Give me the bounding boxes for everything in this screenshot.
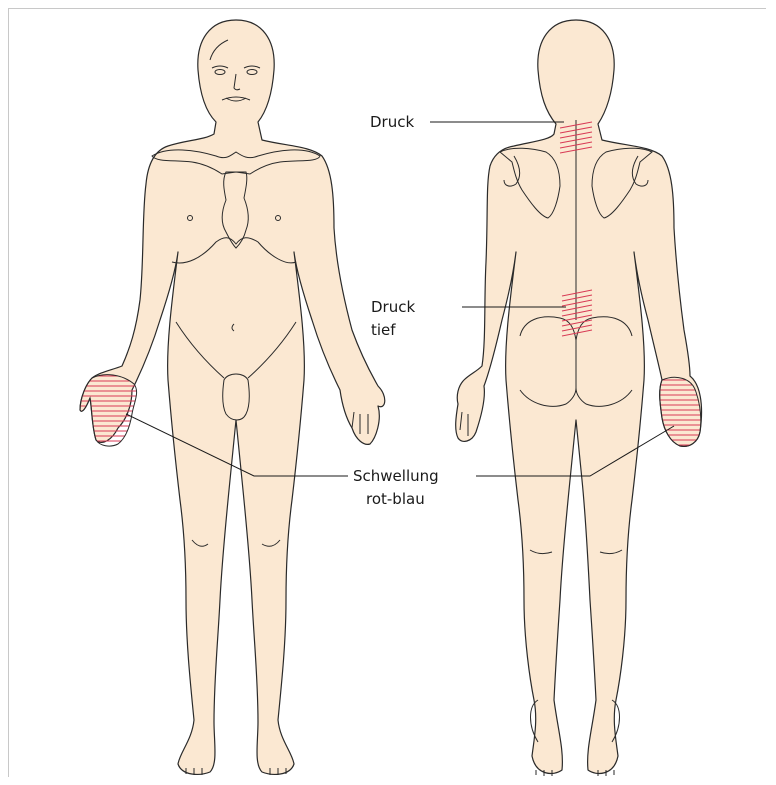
label-swelling-line1: Schwellung bbox=[353, 467, 439, 485]
front-body-silhouette bbox=[80, 20, 385, 774]
front-view bbox=[70, 20, 385, 775]
label-pressure-lower-line2: tief bbox=[371, 321, 396, 339]
back-view bbox=[456, 20, 710, 776]
label-swelling-line2: rot-blau bbox=[366, 490, 425, 508]
annotations: Druck Druck tief Schwellung rot-blau bbox=[353, 113, 439, 508]
label-pressure-upper: Druck bbox=[370, 113, 414, 131]
label-pressure-lower-line1: Druck bbox=[371, 298, 415, 316]
